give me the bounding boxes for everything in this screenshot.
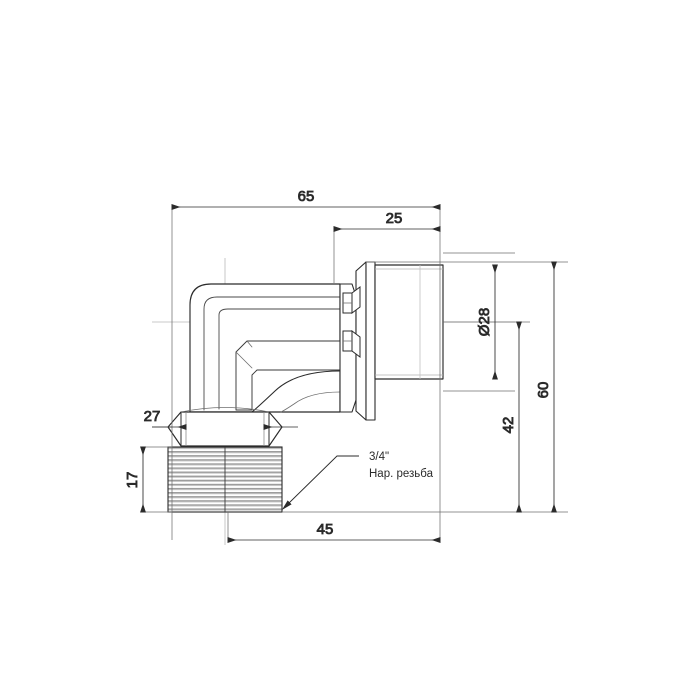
dimension-42-label: 42 bbox=[500, 417, 517, 434]
fitting-geometry bbox=[152, 258, 515, 545]
extension-lines bbox=[143, 207, 568, 540]
dimension-25-label: 25 bbox=[386, 210, 403, 227]
male-thread bbox=[167, 446, 283, 513]
dimension-layer: 65 25 45 27 17 Ø28 42 bbox=[124, 188, 568, 543]
dimension-60-label: 60 bbox=[535, 382, 552, 399]
elbow-wall-lines bbox=[203, 296, 341, 411]
annotation-line-1: 3/4" bbox=[369, 451, 389, 463]
dimension-diameter-label: Ø28 bbox=[476, 308, 493, 336]
annotation-line-2: Нар. резьба bbox=[369, 468, 434, 480]
thread-annotation: 3/4" Нар. резьба bbox=[281, 451, 434, 510]
elbow-lower-fillet bbox=[251, 370, 341, 413]
annotation-leader-line bbox=[281, 455, 359, 510]
dimension-27-label: 27 bbox=[144, 408, 161, 425]
dimension-65-label: 65 bbox=[298, 188, 315, 205]
dimension-17-label: 17 bbox=[124, 472, 141, 489]
dimension-45-label: 45 bbox=[317, 521, 334, 538]
